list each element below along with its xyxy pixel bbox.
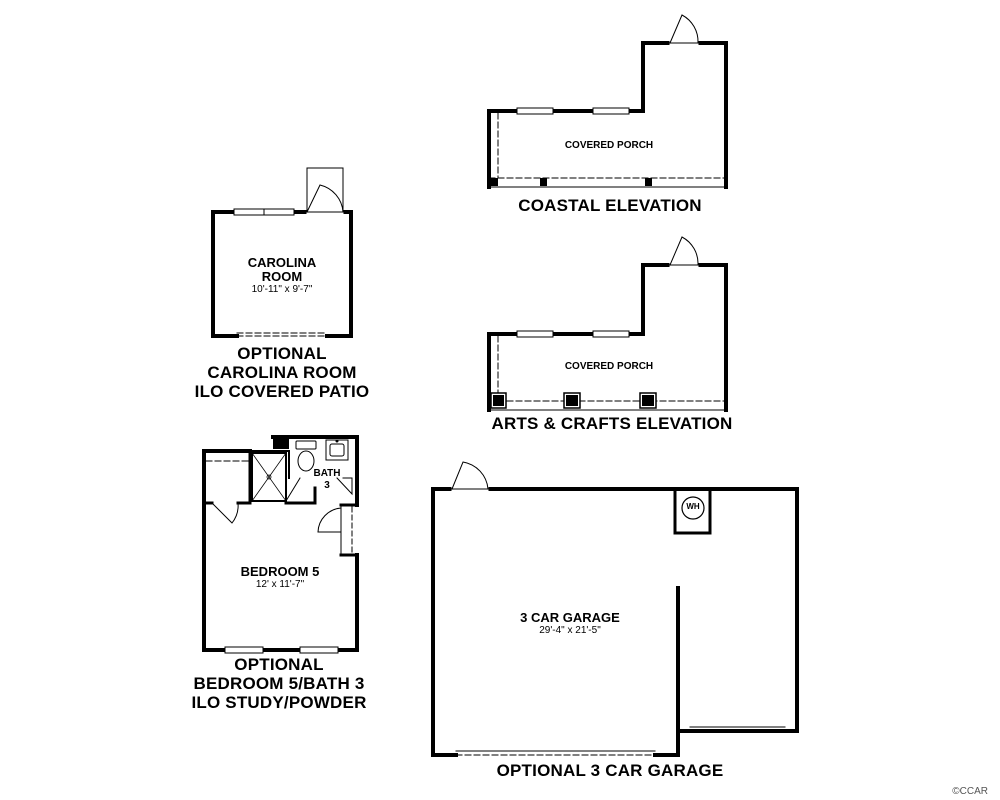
bedroom-dimensions: 12' x 11'-7" (255, 579, 305, 590)
carolina-room-plan (211, 167, 353, 338)
bedroom-caption-line3: ILO STUDY/POWDER (191, 693, 367, 712)
coastal-porch-plan (487, 14, 728, 189)
arts-crafts-porch-label: COVERED PORCH (539, 361, 679, 373)
ccar-logo: ©CCAR (952, 786, 988, 797)
coastal-posts (491, 178, 652, 186)
carolina-room-dimensions: 10'-11" x 9'-7" (251, 284, 313, 295)
carolina-room-name-line2: ROOM (261, 269, 303, 284)
garage-caption: OPTIONAL 3 CAR GARAGE (496, 761, 724, 780)
arts-crafts-porch-plan (487, 236, 728, 412)
garage-name: 3 CAR GARAGE (520, 610, 620, 625)
water-heater-text: WH (686, 502, 700, 511)
bath-name-line1: BATH (313, 468, 341, 479)
carolina-caption-line2: CAROLINA ROOM (207, 363, 357, 382)
arts-crafts-elevation-caption: ARTS & CRAFTS ELEVATION (491, 414, 733, 433)
coastal-porch-label: COVERED PORCH (539, 140, 679, 152)
coastal-porch-name: COVERED PORCH (564, 140, 654, 151)
garage-dimensions: 29'-4" x 21'-5" (539, 625, 601, 636)
bedroom-bath-plan (202, 435, 359, 654)
bedroom-caption-line2: BEDROOM 5/BATH 3 (193, 674, 365, 693)
garage-label: 3 CAR GARAGE 29'-4" x 21'-5" (480, 610, 660, 637)
bath-label: BATH 3 (303, 468, 351, 492)
arts-crafts-porch-name: COVERED PORCH (564, 361, 654, 372)
coastal-elevation-caption: COASTAL ELEVATION (518, 196, 702, 215)
bedroom-bath-caption: OPTIONAL BEDROOM 5/BATH 3 ILO STUDY/POWD… (159, 655, 399, 712)
carolina-room-caption: OPTIONAL CAROLINA ROOM ILO COVERED PATIO (162, 344, 402, 401)
carolina-room-label: CAROLINA ROOM 10'-11" x 9'-7" (222, 255, 342, 296)
bedroom-name: BEDROOM 5 (240, 564, 320, 579)
carolina-caption-line1: OPTIONAL (237, 344, 327, 363)
water-heater-label: WH (681, 502, 705, 512)
garage-plan (431, 461, 799, 757)
bedroom-label: BEDROOM 5 12' x 11'-7" (215, 564, 345, 591)
carolina-room-name-line1: CAROLINA (247, 255, 317, 270)
bedroom-caption-line1: OPTIONAL (234, 655, 324, 674)
bath-name-line2: 3 (324, 480, 330, 491)
arts-crafts-columns (490, 392, 657, 409)
carolina-caption-line3: ILO COVERED PATIO (194, 382, 370, 401)
